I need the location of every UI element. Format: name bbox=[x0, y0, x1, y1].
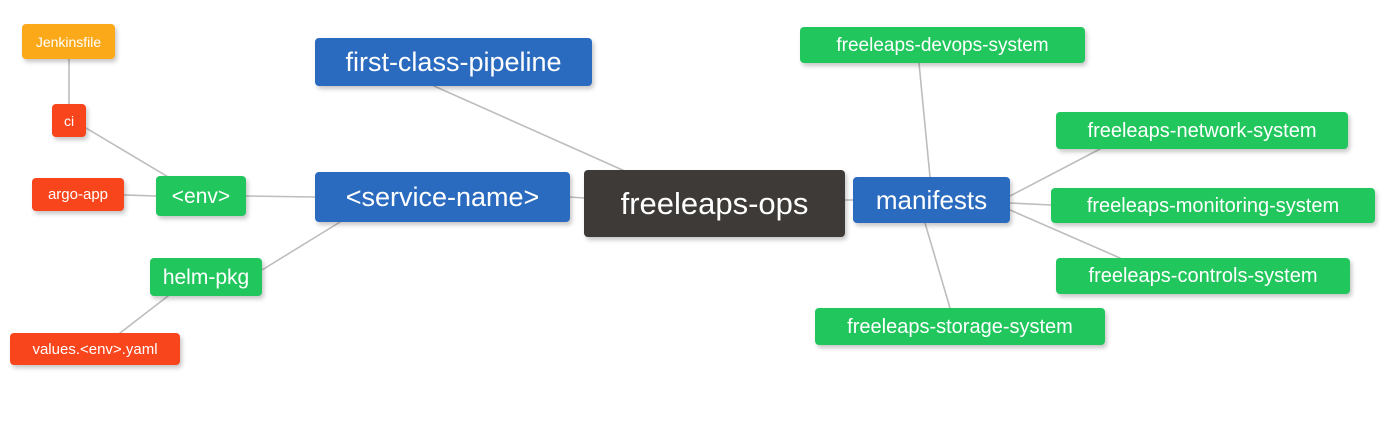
node-freeleaps-ops[interactable]: freeleaps-ops bbox=[584, 170, 845, 237]
node-manifests[interactable]: manifests bbox=[853, 177, 1010, 223]
node-env[interactable]: <env> bbox=[156, 176, 246, 216]
edge-service-name-to-freeleaps-ops bbox=[569, 196, 585, 199]
node-jenkinsfile[interactable]: Jenkinsfile bbox=[22, 24, 115, 59]
edge-env-to-service-name bbox=[245, 195, 316, 198]
edge-service-name-to-helm-pkg bbox=[261, 221, 341, 271]
node-helm-pkg[interactable]: helm-pkg bbox=[150, 258, 262, 296]
edge-manifests-to-freeleaps-monitoring-system bbox=[1009, 202, 1052, 206]
edge-first-class-pipeline-to-freeleaps-ops bbox=[433, 85, 628, 173]
edge-argo-app-to-env bbox=[123, 194, 157, 197]
node-freeleaps-storage-system[interactable]: freeleaps-storage-system bbox=[815, 308, 1105, 345]
node-freeleaps-devops-system[interactable]: freeleaps-devops-system bbox=[800, 27, 1085, 63]
edge-manifests-to-freeleaps-storage-system bbox=[924, 222, 951, 309]
edge-manifests-to-freeleaps-devops-system bbox=[918, 62, 931, 178]
node-service-name[interactable]: <service-name> bbox=[315, 172, 570, 222]
node-first-class-pipeline[interactable]: first-class-pipeline bbox=[315, 38, 592, 86]
node-freeleaps-network-system[interactable]: freeleaps-network-system bbox=[1056, 112, 1348, 149]
node-freeleaps-monitoring-system[interactable]: freeleaps-monitoring-system bbox=[1051, 188, 1375, 223]
node-ci[interactable]: ci bbox=[52, 104, 86, 137]
edge-helm-pkg-to-values-env-yaml bbox=[119, 295, 169, 334]
node-values-env-yaml[interactable]: values.<env>.yaml bbox=[10, 333, 180, 365]
node-freeleaps-controls-system[interactable]: freeleaps-controls-system bbox=[1056, 258, 1350, 294]
node-argo-app[interactable]: argo-app bbox=[32, 178, 124, 211]
